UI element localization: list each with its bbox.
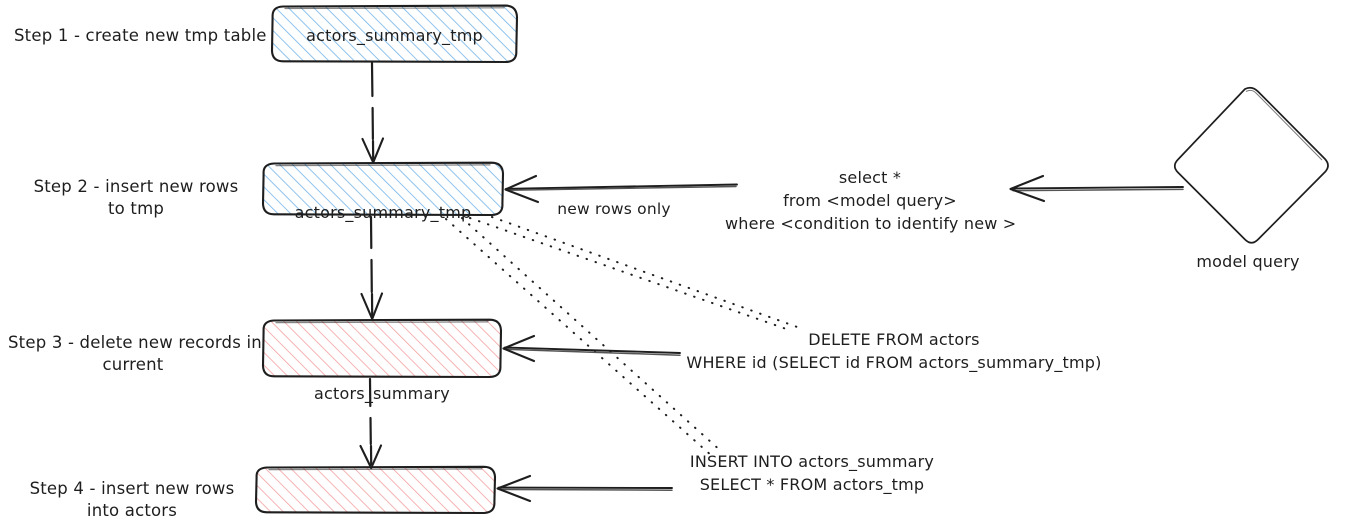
step-4-label: Step 4 - insert new rows into actors bbox=[29, 479, 235, 521]
edge-label-new-rows-only: new rows only bbox=[557, 200, 671, 218]
step-1-label: Step 1 - create new tmp table bbox=[14, 26, 267, 45]
flow-arrow-1-to-2 bbox=[361, 61, 385, 164]
dotted-connector-delete bbox=[469, 216, 801, 332]
flow-arrow-3-to-4 bbox=[359, 377, 383, 470]
edge-model-query-arrow bbox=[1009, 174, 1184, 203]
edge-label-delete-sql: DELETE FROM actors WHERE id (SELECT id F… bbox=[686, 330, 1102, 373]
node-actors-summary-tmp-1[interactable] bbox=[270, 4, 519, 64]
flow-arrow-2-to-3 bbox=[360, 215, 384, 321]
step-3-label: Step 3 - delete new records in current bbox=[8, 333, 262, 375]
edge-label-model-query-sql: select * from <model query> where <condi… bbox=[725, 168, 1017, 234]
node-actors-summary-tmp-2[interactable] bbox=[261, 161, 505, 217]
node-actors-summary-4[interactable] bbox=[254, 465, 497, 515]
edge-insert-arrow bbox=[496, 474, 673, 503]
edge-delete-arrow bbox=[502, 334, 681, 363]
node-actors-summary-3[interactable] bbox=[261, 318, 503, 379]
edge-label-insert-sql: INSERT INTO actors_summary SELECT * FROM… bbox=[689, 452, 935, 495]
edge-new-rows-only-arrow bbox=[504, 174, 738, 204]
node-model-query-diamond[interactable] bbox=[1173, 86, 1329, 244]
step-2-label: Step 2 - insert new rows to tmp bbox=[33, 177, 239, 219]
dotted-connector-insert bbox=[445, 217, 723, 457]
